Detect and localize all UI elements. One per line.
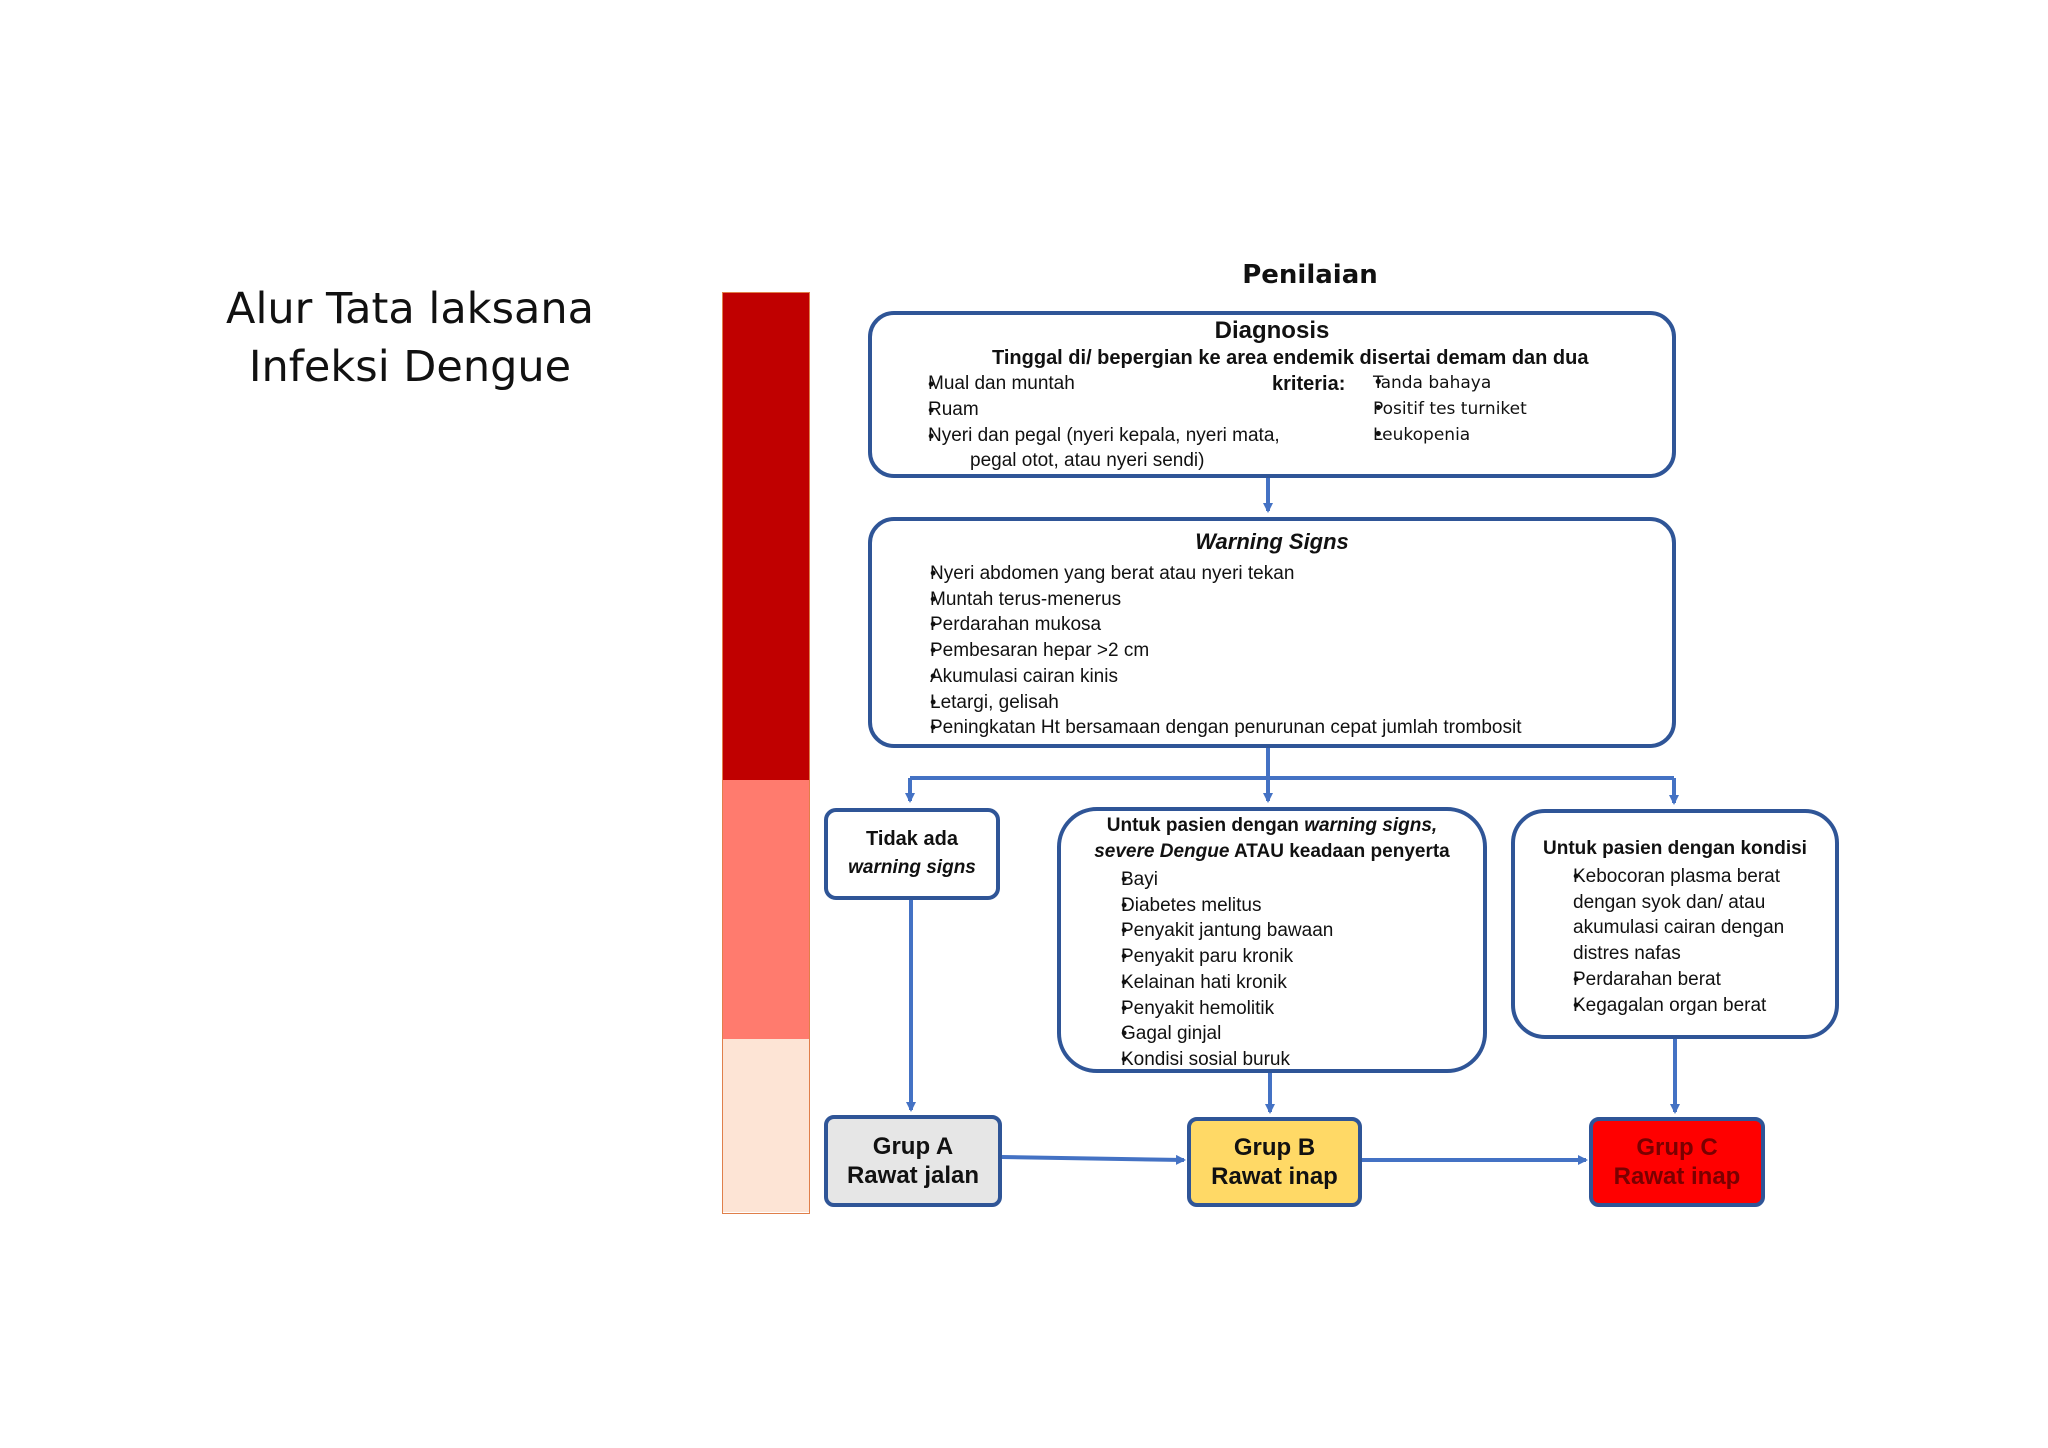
warning-signs-title: Warning Signs — [1195, 529, 1349, 554]
comorbidity-title-line-1: Untuk pasien dengan warning signs, — [1106, 815, 1438, 836]
list-item: Kebocoran plasma berat dengan syok dan/ … — [1531, 864, 1784, 967]
comorbidity-list: Bayi Diabetes melitus Penyakit jantung b… — [1079, 867, 1333, 1073]
assessment-heading: Penilaian — [1242, 260, 1378, 290]
list-item: Diabetes melitus — [1079, 893, 1333, 919]
list-item: Mual dan muntah — [888, 371, 1280, 397]
grup-b-name: Grup B — [1233, 1134, 1316, 1161]
warning-signs-list: Nyeri abdomen yang berat atau nyeri teka… — [890, 561, 1522, 741]
page-title: Alur Tata laksana Infeksi Dengue — [200, 280, 620, 396]
grup-b-box: Grup B Rawat inap — [1187, 1117, 1362, 1207]
grup-b-care: Rawat inap — [1211, 1163, 1338, 1190]
severe-condition-list: Kebocoran plasma berat dengan syok dan/ … — [1531, 864, 1784, 1018]
list-item: Penyakit hemolitik — [1079, 996, 1333, 1022]
no-warning-line-2: warning signs — [848, 857, 976, 878]
severe-condition-title: Untuk pasien dengan kondisi — [1543, 838, 1807, 859]
list-item: Letargi, gelisah — [890, 690, 1522, 716]
no-warning-line-1: Tidak ada — [866, 828, 958, 850]
list-item: Gagal ginjal — [1079, 1021, 1333, 1047]
grup-c-box: Grup C Rawat inap — [1589, 1117, 1765, 1207]
severity-low-segment — [723, 1039, 809, 1212]
list-item: Akumulasi cairan kinis — [890, 664, 1522, 690]
grup-a-box: Grup A Rawat jalan — [824, 1115, 1002, 1207]
diagnosis-left-list: Mual dan muntah Ruam Nyeri dan pegal (ny… — [888, 371, 1280, 449]
list-item: Perdarahan berat — [1531, 967, 1784, 993]
list-item: Positif tes turniket — [1340, 396, 1527, 422]
comorbidity-title-line-2: severe Dengue ATAU keadaan penyerta — [1094, 841, 1450, 862]
list-item: Bayi — [1079, 867, 1333, 893]
list-item: Perdarahan mukosa — [890, 612, 1522, 638]
diagnosis-left-item-cont: pegal otot, atau nyeri sendi) — [970, 450, 1205, 471]
list-item: Muntah terus-menerus — [890, 587, 1522, 613]
title-line-1: Alur Tata laksana — [226, 284, 594, 334]
diagnosis-right-list: Tanda bahaya Positif tes turniket Leukop… — [1340, 370, 1527, 448]
severity-high-segment — [723, 293, 809, 780]
list-item: Kelainan hati kronik — [1079, 970, 1333, 996]
list-item: Kegagalan organ berat — [1531, 993, 1784, 1019]
comorbidity-box: Untuk pasien dengan warning signs, sever… — [1057, 807, 1487, 1073]
diagnosis-title: Diagnosis — [1214, 317, 1330, 344]
severity-mid-segment — [723, 780, 809, 1039]
list-item: Penyakit paru kronik — [1079, 944, 1333, 970]
no-warning-box: Tidak ada warning signs — [824, 808, 1000, 900]
severe-condition-box: Untuk pasien dengan kondisi Kebocoran pl… — [1511, 809, 1839, 1039]
list-item: Ruam — [888, 397, 1280, 423]
diagnosis-box: Diagnosis Tinggal di/ bepergian ke area … — [868, 311, 1676, 478]
warning-signs-box: Warning Signs Nyeri abdomen yang berat a… — [868, 517, 1676, 748]
list-item: Penyakit jantung bawaan — [1079, 918, 1333, 944]
grup-c-name: Grup C — [1636, 1134, 1718, 1161]
list-item: Nyeri abdomen yang berat atau nyeri teka… — [890, 561, 1522, 587]
list-item: Tanda bahaya — [1340, 370, 1527, 396]
grup-c-care: Rawat inap — [1613, 1163, 1741, 1190]
list-item: Nyeri dan pegal (nyeri kepala, nyeri mat… — [888, 423, 1280, 449]
list-item: Pembesaran hepar >2 cm — [890, 638, 1522, 664]
grup-a-care: Rawat jalan — [846, 1162, 980, 1189]
list-item: Kondisi sosial buruk — [1079, 1047, 1333, 1073]
diagnosis-criteria-line-1: Tinggal di/ bepergian ke area endemik di… — [992, 347, 1589, 369]
list-item: Leukopenia — [1340, 422, 1527, 448]
grup-a-name: Grup A — [872, 1133, 954, 1160]
list-item: Peningkatan Ht bersamaan dengan penuruna… — [890, 715, 1522, 741]
diagnosis-criteria-line-2: kriteria: — [1272, 373, 1346, 395]
arrow-grup-a-to-grup-b — [1001, 1154, 1186, 1165]
severity-bar — [722, 292, 810, 1214]
title-line-2: Infeksi Dengue — [248, 342, 572, 392]
